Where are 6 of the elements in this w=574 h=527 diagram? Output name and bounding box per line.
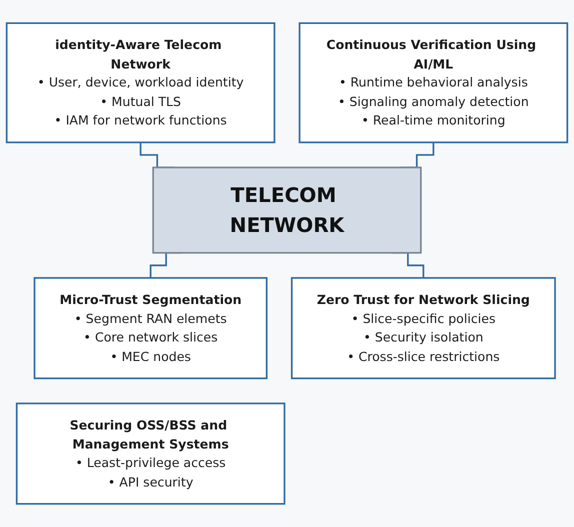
node-box: Securing OSS/BSS and Management Systems • Least-privilege access • API security [16, 402, 286, 505]
node-box: Zero Trust for Network Slicing • Slice-specific policies • Security isolation • Cross-slice restrictions [290, 277, 556, 380]
node-box: identity-Aware Telecom Network • User, device, workload identity • Mutual TLS • IAM for network functions [6, 22, 276, 144]
node-box: Micro-Trust Segmentation • Segment RAN elemets • Core network slices • MEC nodes [34, 277, 268, 380]
node-box: TELECOM NETWORK [152, 166, 422, 254]
node-box: Continuous Verification Using AI/ML • Runtime behavioral analysis • Signaling anomaly detection • Real-time monitoring [298, 22, 568, 144]
